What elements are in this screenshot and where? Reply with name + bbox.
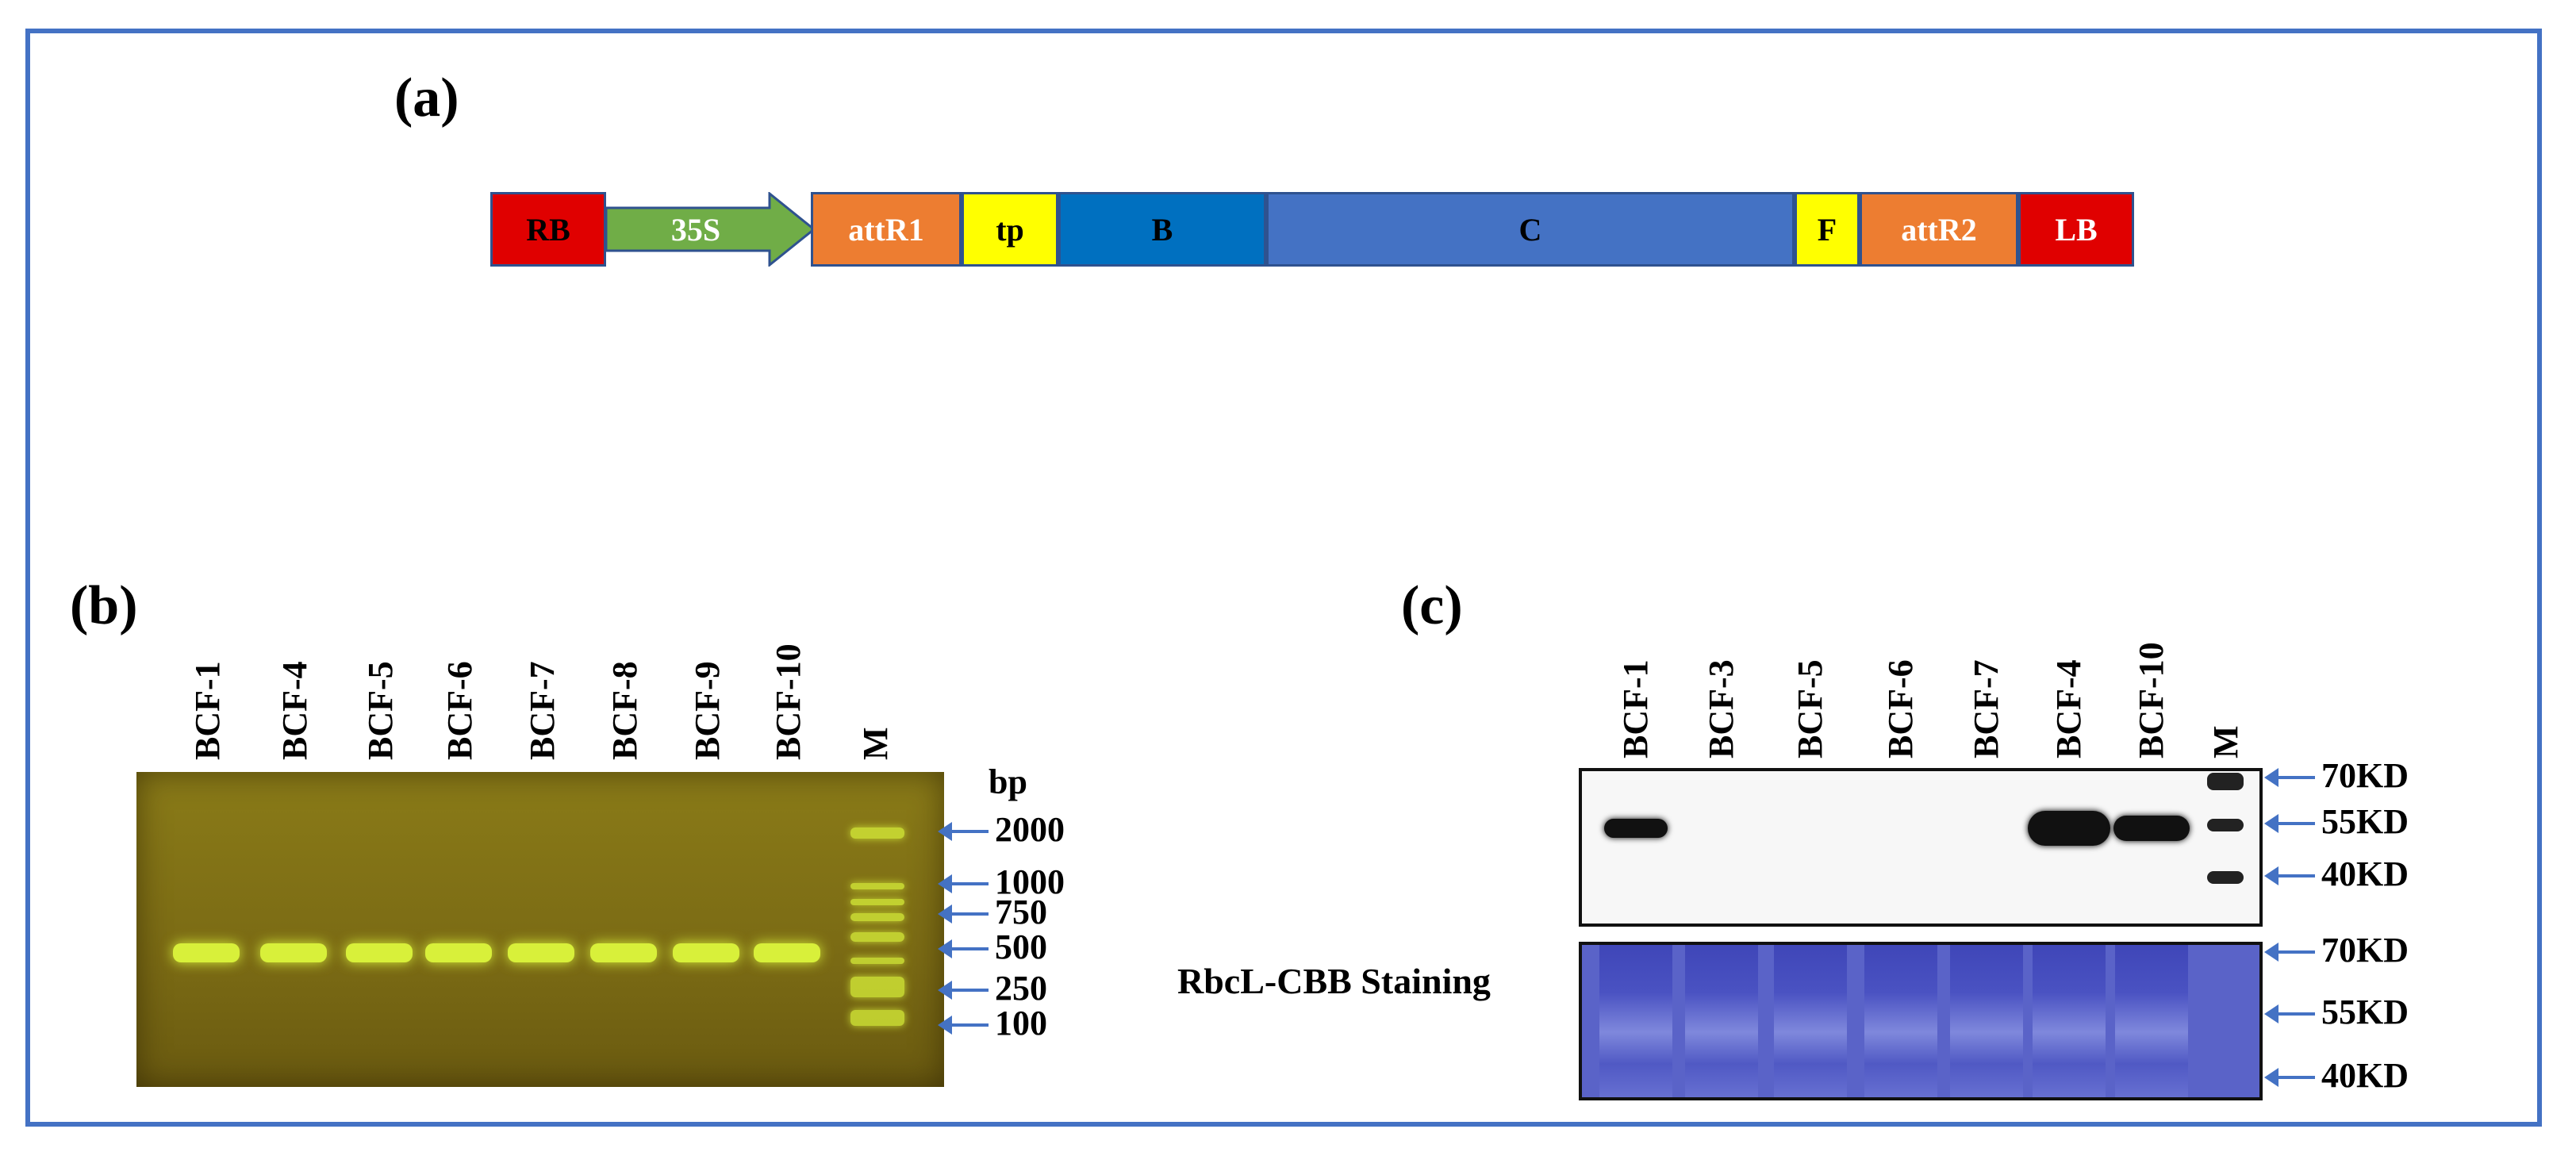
panel-label-c: (c) — [1401, 575, 1463, 636]
gel-b-unit-label: bp — [989, 762, 1027, 801]
gel-band — [754, 943, 820, 962]
ladder-band — [2207, 819, 2244, 831]
marker-arrow — [2264, 943, 2315, 962]
segment-label: attR1 — [848, 211, 924, 248]
segment-attr1: attR1 — [811, 192, 962, 267]
marker-arrow — [938, 904, 989, 924]
cbb-lane — [1864, 945, 1937, 1097]
marker-label-1000: 1000 — [995, 862, 1065, 901]
gel-b-lane-label: BCF-7 — [523, 661, 562, 760]
segment-label: RB — [526, 211, 570, 248]
marker-arrow — [938, 822, 989, 841]
marker-label-100: 100 — [995, 1004, 1047, 1043]
marker-label-500: 500 — [995, 927, 1047, 966]
panel-label-b: (b) — [70, 575, 138, 636]
segment-lb: LB — [2018, 192, 2134, 267]
marker-label-70KD: 70KD — [2321, 931, 2409, 970]
segment-label: F — [1817, 211, 1837, 248]
blot-c-lane-label: BCF-6 — [1881, 659, 1920, 758]
marker-label-250: 250 — [995, 969, 1047, 1008]
gel-band — [508, 943, 574, 962]
gel-b-lane-label: BCF-1 — [188, 661, 227, 760]
segment-f: F — [1795, 192, 1860, 267]
blot-c-lane-label: BCF-1 — [1616, 659, 1655, 758]
gel-b-lane-label: BCF-5 — [361, 661, 400, 760]
figure-frame — [25, 29, 2542, 1127]
blot-c-lane-label: BCF-5 — [1791, 659, 1829, 758]
blot-c-lane-label: BCF-3 — [1702, 659, 1741, 758]
ladder-band — [850, 883, 904, 889]
cbb-lane — [2033, 945, 2106, 1097]
marker-arrow — [2264, 1068, 2315, 1087]
ladder-band — [850, 977, 904, 997]
gel-band — [590, 943, 657, 962]
gel-band — [673, 943, 739, 962]
marker-label-40KD: 40KD — [2321, 854, 2409, 893]
marker-arrow — [938, 939, 989, 958]
ladder-band — [850, 958, 904, 964]
gel-band — [260, 943, 327, 962]
ladder-band — [2207, 871, 2244, 884]
marker-label-2000: 2000 — [995, 810, 1065, 849]
marker-arrow — [2264, 814, 2315, 833]
gel-b-lane-label: BCF-9 — [688, 661, 727, 760]
marker-arrow — [938, 981, 989, 1000]
segment-label: B — [1151, 211, 1173, 248]
blot-c-lane-label: BCF-10 — [2132, 642, 2171, 758]
cbb-lane — [1685, 945, 1758, 1097]
segment-b: B — [1058, 192, 1266, 267]
segment-c: C — [1266, 192, 1795, 267]
blot-band — [1604, 819, 1668, 838]
marker-arrow — [2264, 768, 2315, 787]
marker-label-70KD: 70KD — [2321, 756, 2409, 795]
blot-c-lane-label: M — [2206, 725, 2245, 758]
ladder-band — [850, 1010, 904, 1026]
marker-label-55KD: 55KD — [2321, 802, 2409, 841]
marker-label-750: 750 — [995, 893, 1047, 931]
ladder-band — [2207, 773, 2244, 790]
cbb-lane — [1950, 945, 2023, 1097]
segment-label: C — [1518, 211, 1542, 248]
marker-label-40KD: 40KD — [2321, 1056, 2409, 1095]
gel-b-lane-label: BCF-6 — [440, 661, 479, 760]
marker-label-55KD: 55KD — [2321, 993, 2409, 1031]
cbb-lane — [1774, 945, 1847, 1097]
cbb-lane — [1599, 945, 1672, 1097]
blot-c-lane-label: BCF-7 — [1967, 659, 2006, 758]
gel-b-lane-label: BCF-10 — [769, 643, 808, 760]
gel-b-lane-label: BCF-4 — [275, 661, 314, 760]
segment-tp: tp — [962, 192, 1058, 267]
marker-arrow — [2264, 1004, 2315, 1023]
segment-attr2: attR2 — [1860, 192, 2018, 267]
segment-label: attR2 — [1901, 211, 1977, 248]
promoter-arrow-shape — [606, 192, 816, 267]
cbb-staining-label: RbcL-CBB Staining — [1177, 961, 1491, 1001]
agarose-gel-image — [136, 772, 944, 1087]
segment-label: LB — [2055, 211, 2098, 248]
marker-arrow — [938, 1016, 989, 1035]
gel-band — [346, 943, 413, 962]
ladder-band — [850, 828, 904, 839]
gel-b-lane-label: M — [856, 727, 895, 760]
panel-label-a: (a) — [394, 67, 459, 129]
cbb-lane — [2115, 945, 2188, 1097]
blot-band — [2028, 811, 2110, 846]
gel-band — [425, 943, 492, 962]
blot-band — [2113, 816, 2190, 841]
marker-arrow — [2264, 866, 2315, 885]
gel-band — [173, 943, 240, 962]
gel-b-lane-label: BCF-8 — [605, 661, 644, 760]
marker-arrow — [938, 874, 989, 893]
segment-rb: RB — [490, 192, 606, 267]
western-blot-image — [1579, 768, 2263, 927]
segment-35s: 35S — [670, 211, 721, 248]
cbb-staining-image — [1579, 942, 2263, 1100]
ladder-band — [850, 899, 904, 905]
ladder-band — [850, 913, 904, 921]
ladder-band — [850, 932, 904, 942]
blot-c-lane-label: BCF-4 — [2049, 659, 2088, 758]
segment-label: tp — [996, 211, 1024, 248]
gene-construct-diagram: RB 35S attR1 tp B C F attR2 LB — [490, 192, 2140, 267]
